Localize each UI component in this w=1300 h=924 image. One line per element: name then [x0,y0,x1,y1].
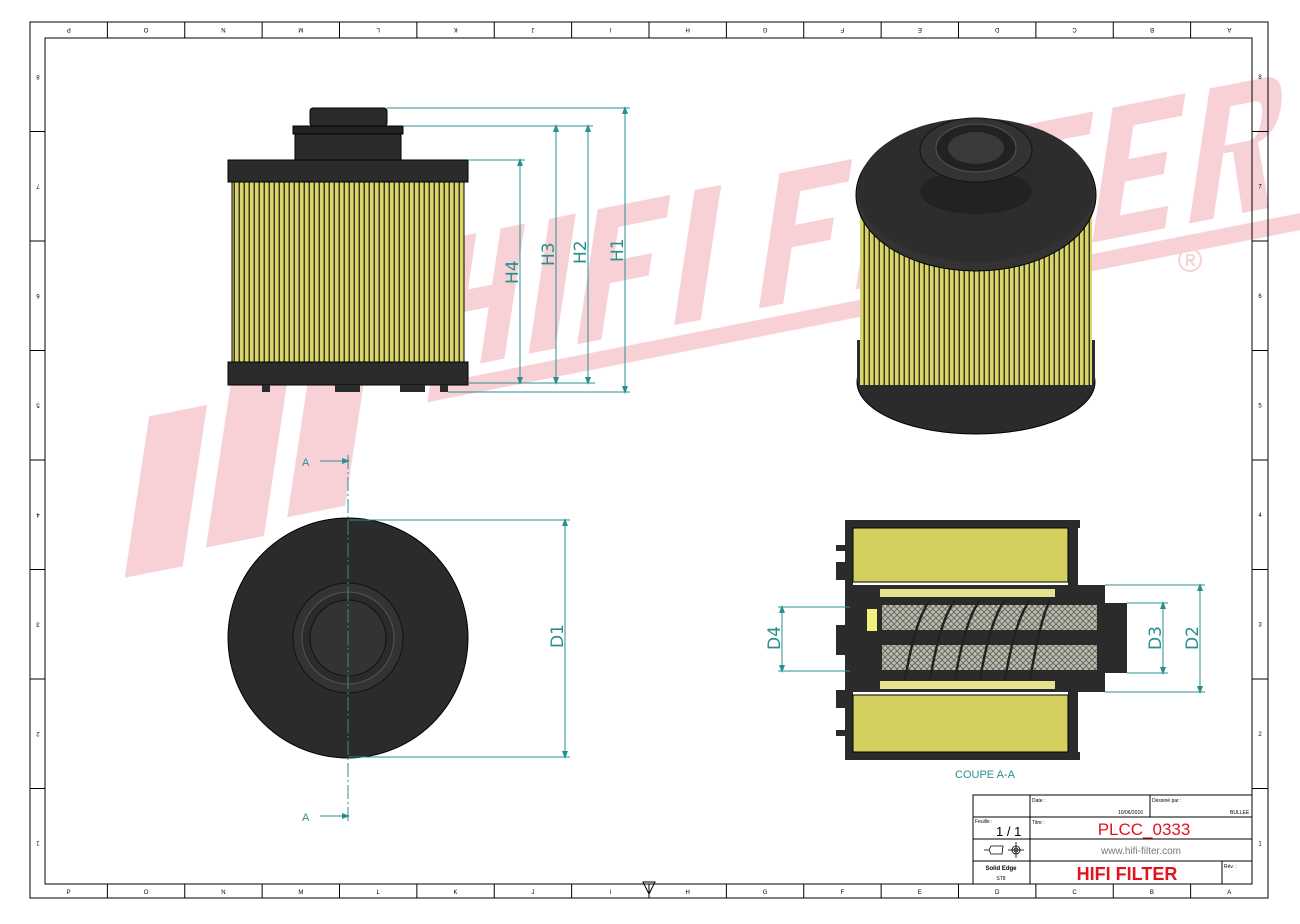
dimension-h1: H1 [608,238,628,262]
title-label: Titre : [1032,820,1045,826]
date-value: 10/06/2016 [1118,810,1143,816]
section-marker-bottom: A [302,812,310,824]
zone-label-bottom: N [221,890,225,896]
website-url[interactable]: www.hifi-filter.com [1100,846,1181,857]
dimension-d3: D3 [1146,626,1166,650]
center-mark-icon [642,881,656,896]
zone-label-bottom: A [1227,890,1231,896]
zone-label-right: 1 [1258,841,1262,847]
zone-label-top: A [1227,26,1231,32]
zone-label-right: 6 [1258,294,1262,300]
zone-label-top: K [454,26,458,32]
zone-label-top: D [994,26,999,32]
section-marker-top: A [302,457,310,469]
zone-label-top: M [298,26,303,32]
revision-label: Rév. : [1224,864,1237,870]
zone-label-top: I [609,26,611,32]
zone-label-bottom: H [686,890,690,896]
dimension-d1: D1 [548,624,568,648]
drawn-by-label: Dessiné par : [1152,798,1181,804]
registered-mark-icon [1178,248,1202,272]
software-version: ST8 [996,876,1005,882]
zone-label-bottom: K [454,890,458,896]
zone-label-top: N [221,26,225,32]
zone-label-bottom: L [377,890,381,896]
zone-label-top: H [686,26,690,32]
zone-label-left: 3 [36,620,40,626]
zone-label-bottom: G [763,890,768,896]
zone-label-top: E [918,26,922,32]
title-block: Date : 10/06/2016 Dessiné par : BULLEE F… [972,794,1253,885]
zone-label-top: J [531,26,534,32]
dimension-d4: D4 [765,626,785,650]
bottom-view: A A D1 [227,455,570,824]
drawing-title: PLCC_0333 [1098,820,1191,839]
zone-label-bottom: I [609,890,611,896]
zone-markers: P P O O N N M M L L K K J J I I H H G G F F E E D D C C B B A A 8 8 7 7 6 6 5 5… [30,22,1268,898]
projection-symbol-icon [984,842,1024,858]
zone-label-left: 8 [36,73,40,79]
dimension-h3: H3 [539,242,559,266]
zone-label-right: 2 [1258,732,1262,738]
zone-label-bottom: C [1072,890,1077,896]
zone-label-left: 5 [36,401,40,407]
zone-label-bottom: P [67,890,71,896]
zone-label-left: 1 [36,839,40,845]
front-view: H1 H2 H3 H4 [227,106,630,394]
dimension-h4: H4 [503,260,523,284]
zone-label-top: C [1072,26,1077,32]
company-name: HIFI FILTER [1077,864,1178,884]
sheet-label: Feuille : [975,819,993,825]
sheet-frame [29,21,1269,899]
zone-label-top: P [67,26,71,32]
zone-label-right: 5 [1258,403,1262,409]
sheet-value: 1 / 1 [996,824,1021,839]
zone-label-top: F [840,26,844,32]
zone-label-top: O [143,26,148,32]
zone-label-top: L [376,26,380,32]
dimension-d2: D2 [1183,626,1203,650]
zone-label-bottom: M [298,890,303,896]
software-name: Solid Edge [985,866,1017,872]
zone-label-bottom: O [144,890,149,896]
section-view: D2 D3 D4 COUPE A-A [765,520,1205,781]
zone-label-left: 7 [36,182,40,188]
zone-label-bottom: J [531,890,534,896]
zone-label-right: 8 [1258,75,1262,81]
zone-label-bottom: F [841,890,845,896]
zone-label-right: 4 [1258,513,1262,519]
drawn-by-value: BULLEE [1230,810,1250,816]
date-label: Date : [1032,798,1045,804]
zone-label-left: 4 [36,511,40,517]
zone-label-bottom: B [1150,890,1154,896]
zone-label-top: B [1150,26,1154,32]
isometric-view [855,117,1097,435]
zone-label-right: 7 [1258,184,1262,190]
zone-label-left: 6 [36,292,40,298]
zone-label-top: G [762,26,767,32]
section-caption: COUPE A-A [955,769,1016,781]
zone-label-bottom: E [918,890,922,896]
zone-label-left: 2 [36,730,40,736]
dimension-h2: H2 [571,240,591,264]
zone-label-right: 3 [1258,622,1262,628]
zone-label-bottom: D [995,890,1000,896]
